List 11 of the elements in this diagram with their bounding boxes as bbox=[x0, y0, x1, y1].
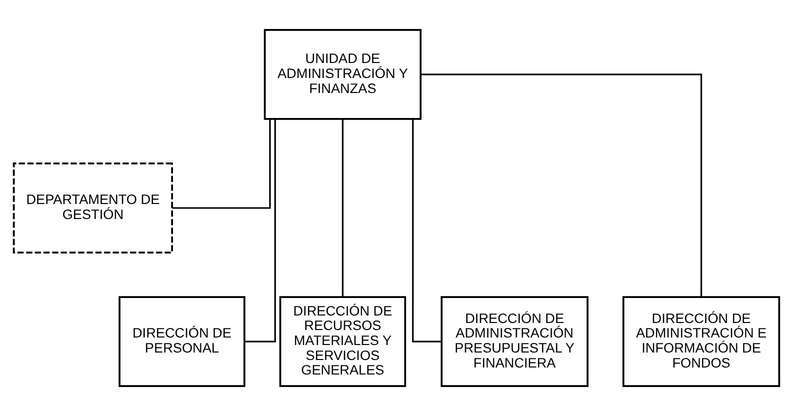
connector bbox=[342, 119, 344, 297]
connector bbox=[244, 119, 276, 342]
node-box: DIRECCIÓN DE RECURSOS MATERIALES Y SERVICIOS GENERALES bbox=[279, 296, 406, 387]
node-box: DIRECCIÓN DE PERSONAL bbox=[118, 296, 246, 387]
node-box: DIRECCIÓN DE ADMINISTRACIÓN E INFORMACIÓN DE FONDOS bbox=[622, 296, 780, 387]
node-box: DEPARTAMENTO DE GESTIÓN bbox=[12, 162, 173, 254]
connector bbox=[172, 119, 271, 209]
connector bbox=[412, 119, 442, 342]
node-box: UNIDAD DE ADMINISTRACIÓN Y FINANZAS bbox=[264, 29, 422, 120]
connector bbox=[420, 74, 702, 297]
node-box: DIRECCIÓN DE ADMINISTRACIÓN PRESUPUESTAL Y FINANCIERA bbox=[440, 296, 588, 387]
